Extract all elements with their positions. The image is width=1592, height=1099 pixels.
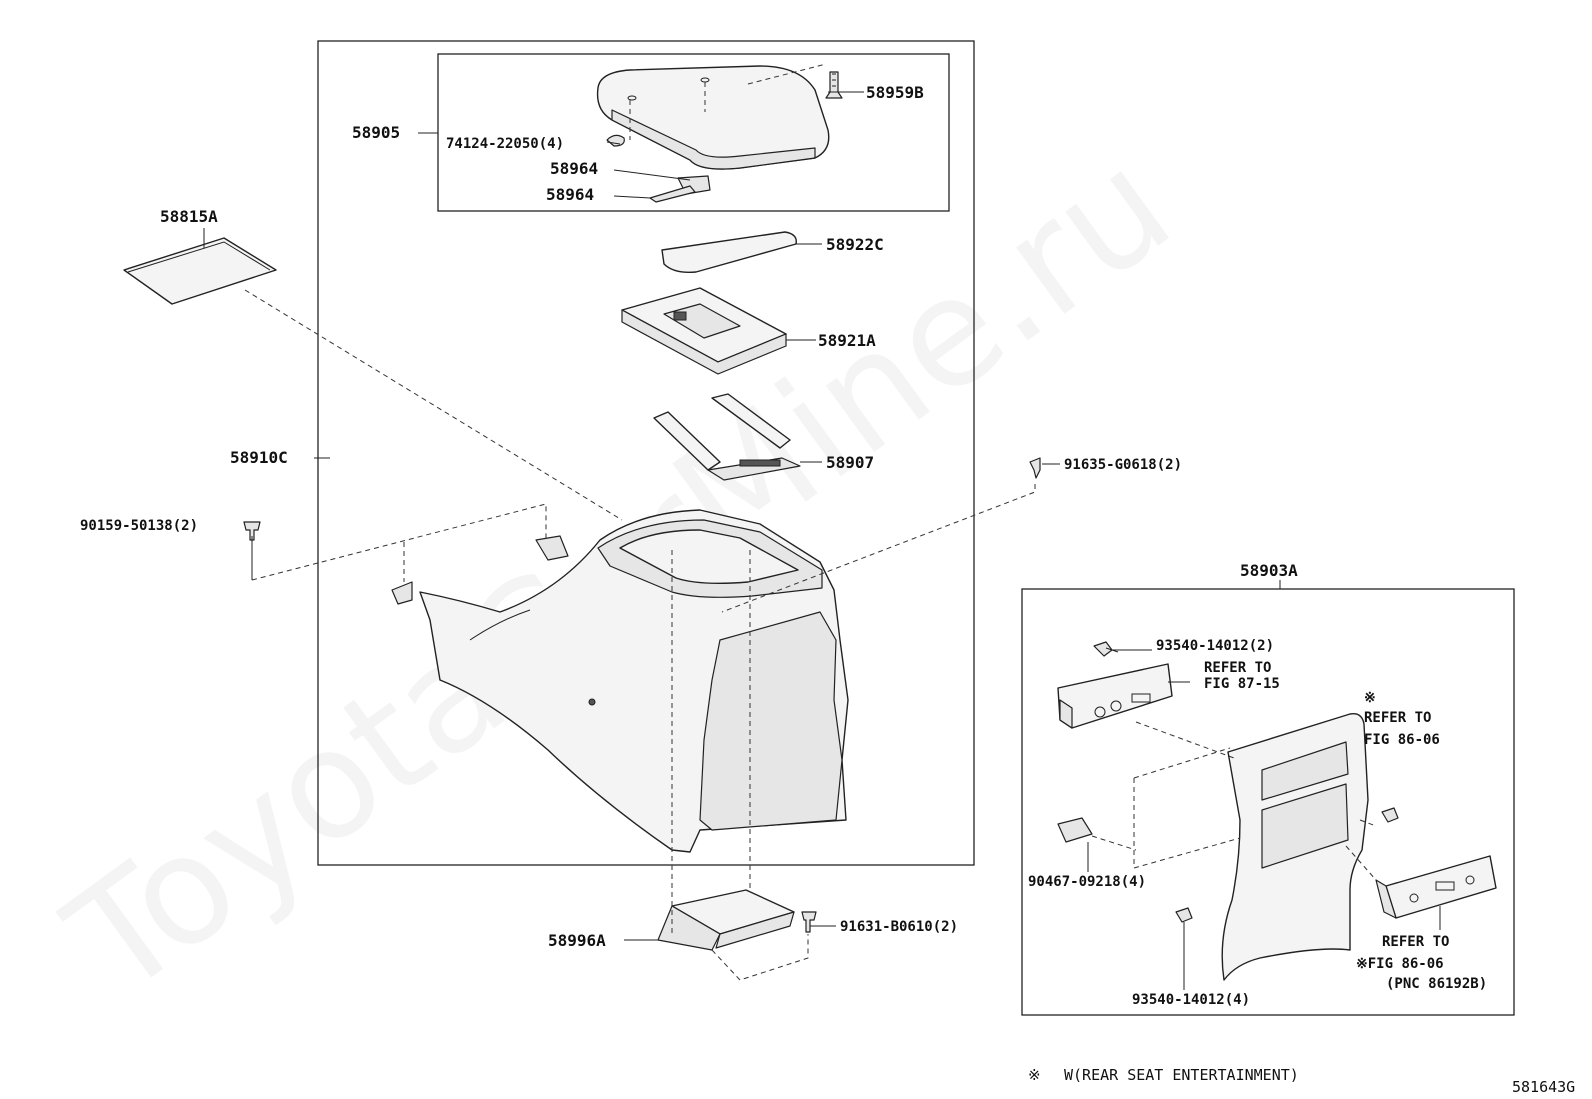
assembly-line-bracket: [711, 934, 809, 981]
control-unit-87-15-part: [1057, 663, 1173, 729]
tray-mat-58815a-part: [123, 237, 277, 305]
label-58959b: 58959B: [866, 83, 924, 102]
label-58921a: 58921A: [818, 331, 876, 350]
label-refer-86-06b-line1: REFER TO: [1382, 934, 1449, 950]
latch-58907-part: [653, 393, 801, 481]
bolt-rear-right-part: [1381, 807, 1399, 823]
label-58907: 58907: [826, 453, 874, 472]
screw-58959b-part: [825, 71, 843, 99]
label-refer-87-15-line2: FIG 87-15: [1204, 676, 1280, 692]
label-74124: 74124-22050(4): [446, 136, 564, 152]
legend-mark: ※: [1028, 1066, 1041, 1084]
bolt-90159-part: [243, 521, 261, 541]
label-mark: ※: [1364, 690, 1376, 706]
label-91635: 91635-G0618(2): [1064, 457, 1182, 473]
label-58815a: 58815A: [160, 207, 218, 226]
console-body-58910c-part: [391, 509, 849, 853]
assembly-line-rear-unit: [1091, 721, 1377, 881]
label-refer-86-06b-line2: ※FIG 86-06: [1356, 956, 1444, 972]
hinge-58964-part: [649, 175, 711, 203]
assembly-line-armrest: [629, 63, 827, 140]
bracket-58996a-part: [657, 889, 795, 951]
bolt-91631-part: [801, 911, 817, 933]
label-93540-bottom: 93540-14012(4): [1132, 992, 1250, 1008]
legend-text: W(REAR SEAT ENTERTAINMENT): [1064, 1066, 1299, 1084]
bolt-93540-top-part: [1093, 641, 1119, 657]
label-refer-87-15-line1: REFER TO: [1204, 660, 1271, 676]
label-91631: 91631-B0610(2): [840, 919, 958, 935]
label-58905: 58905: [352, 123, 400, 142]
cover-58922c-part: [661, 231, 797, 274]
control-unit-86192b-part: [1375, 855, 1497, 919]
bolt-91635-part: [1029, 457, 1041, 479]
assembly-line-mat: [244, 289, 623, 521]
rear-panel-assembly-box: [1021, 588, 1515, 1016]
label-58922c: 58922C: [826, 235, 884, 254]
assembly-line-vertical: [671, 550, 751, 936]
label-58964-upper: 58964: [550, 159, 598, 178]
inner-box-58921a-part: [621, 287, 787, 375]
label-58903a: 58903A: [1240, 561, 1298, 580]
rear-bezel-58903a-part: [1221, 713, 1369, 981]
label-refer-86-06-line2: FIG 86-06: [1364, 732, 1440, 748]
label-90159: 90159-50138(2): [80, 518, 198, 534]
assembly-line-bolt-91635: [721, 484, 1036, 613]
label-58964-lower: 58964: [546, 185, 594, 204]
console-assembly-box: [317, 40, 975, 866]
assembly-line-left-bolts: [251, 503, 547, 582]
clip-74124-part: [606, 134, 625, 147]
bolt-93540-bottom-part: [1175, 907, 1193, 923]
label-93540-top: 93540-14012(2): [1156, 638, 1274, 654]
label-refer-86-06b-line3: (PNC 86192B): [1386, 976, 1487, 992]
label-58996a: 58996A: [548, 931, 606, 950]
clip-90467-part: [1057, 817, 1093, 843]
label-90467: 90467-09218(4): [1028, 874, 1146, 890]
armrest-lid-part: [596, 65, 830, 170]
diagram-id: 581643G: [1512, 1078, 1575, 1096]
label-refer-86-06-line1: REFER TO: [1364, 710, 1431, 726]
label-58910c: 58910C: [230, 448, 288, 467]
